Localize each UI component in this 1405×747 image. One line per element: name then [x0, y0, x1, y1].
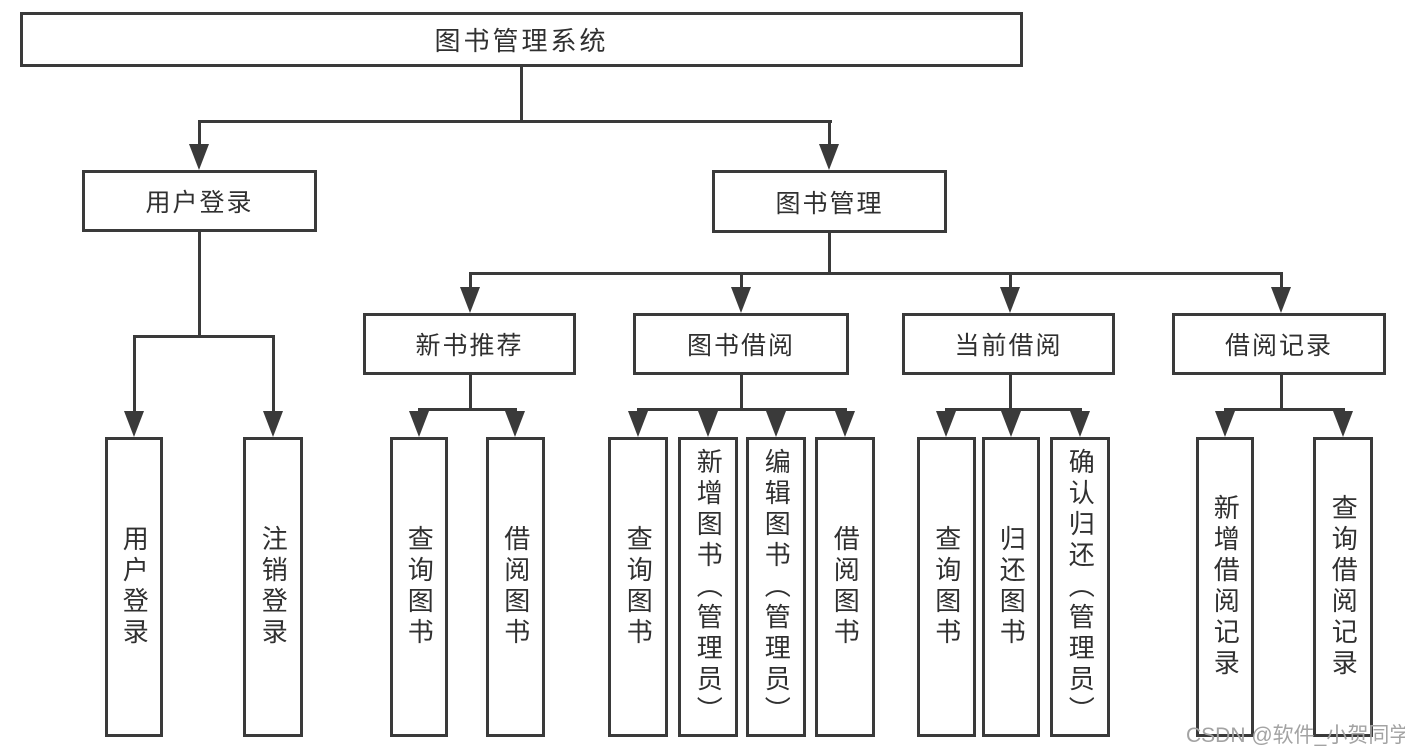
leaf-add-books-admin: 新增图书（管理员）	[678, 437, 738, 737]
connector-line	[198, 120, 201, 146]
connector-line	[828, 233, 831, 275]
leaf-return-books: 归还图书	[982, 437, 1040, 737]
leaf-recommend-query-books: 查询图书	[390, 437, 448, 737]
connector-line	[1224, 408, 1345, 411]
connector-line	[272, 335, 275, 413]
node-current-borrowing: 当前借阅	[902, 313, 1115, 375]
arrow-down-icon	[1333, 411, 1353, 437]
connector-line	[740, 375, 743, 411]
leaf-current-query-books: 查询图书	[917, 437, 976, 737]
arrow-down-icon	[698, 411, 718, 437]
node-library-system: 图书管理系统	[20, 12, 1023, 67]
csdn-watermark: CSDN @软件_小贺同学	[1186, 724, 1405, 747]
leaf-borrowing-query-books: 查询图书	[608, 437, 668, 737]
connector-line	[637, 408, 847, 411]
arrow-down-icon	[936, 411, 956, 437]
arrow-down-icon	[460, 287, 480, 313]
leaf-recommend-borrow-books: 借阅图书	[486, 437, 545, 737]
node-new-book-recommendation: 新书推荐	[363, 313, 576, 375]
leaf-user-login: 用户登录	[105, 437, 163, 737]
arrow-down-icon	[189, 144, 209, 170]
connector-line	[1280, 375, 1283, 411]
connector-line	[469, 272, 1283, 275]
connector-line	[740, 272, 743, 289]
arrow-down-icon	[1001, 411, 1021, 437]
connector-line	[198, 120, 832, 123]
arrow-down-icon	[1271, 287, 1291, 313]
connector-line	[945, 408, 1082, 411]
leaf-confirm-return-admin: 确认归还（管理员）	[1050, 437, 1110, 737]
connector-line	[1009, 375, 1012, 411]
leaf-add-borrow-record: 新增借阅记录	[1196, 437, 1254, 737]
connector-line	[198, 232, 201, 338]
node-book-management: 图书管理	[712, 170, 947, 233]
connector-line	[418, 408, 517, 411]
connector-line	[828, 120, 831, 146]
connector-line	[469, 272, 472, 289]
node-user-login: 用户登录	[82, 170, 317, 232]
connector-line	[1280, 272, 1283, 289]
arrow-down-icon	[263, 411, 283, 437]
leaf-query-borrow-record: 查询借阅记录	[1313, 437, 1373, 737]
arrow-down-icon	[835, 411, 855, 437]
arrow-down-icon	[1215, 411, 1235, 437]
arrow-down-icon	[766, 411, 786, 437]
arrow-down-icon	[1070, 411, 1090, 437]
connector-line	[520, 67, 523, 123]
connector-line	[1009, 272, 1012, 289]
arrow-down-icon	[409, 411, 429, 437]
arrow-down-icon	[1000, 287, 1020, 313]
node-borrowing-records: 借阅记录	[1172, 313, 1386, 375]
connector-line	[469, 375, 472, 411]
leaf-borrowing-borrow-books: 借阅图书	[815, 437, 875, 737]
connector-line	[133, 335, 275, 338]
node-book-borrowing: 图书借阅	[633, 313, 849, 375]
arrow-down-icon	[505, 411, 525, 437]
leaf-edit-books-admin: 编辑图书（管理员）	[746, 437, 806, 737]
arrow-down-icon	[731, 287, 751, 313]
connector-line	[133, 335, 136, 413]
arrow-down-icon	[124, 411, 144, 437]
arrow-down-icon	[628, 411, 648, 437]
leaf-logout: 注销登录	[243, 437, 303, 737]
arrow-down-icon	[819, 144, 839, 170]
